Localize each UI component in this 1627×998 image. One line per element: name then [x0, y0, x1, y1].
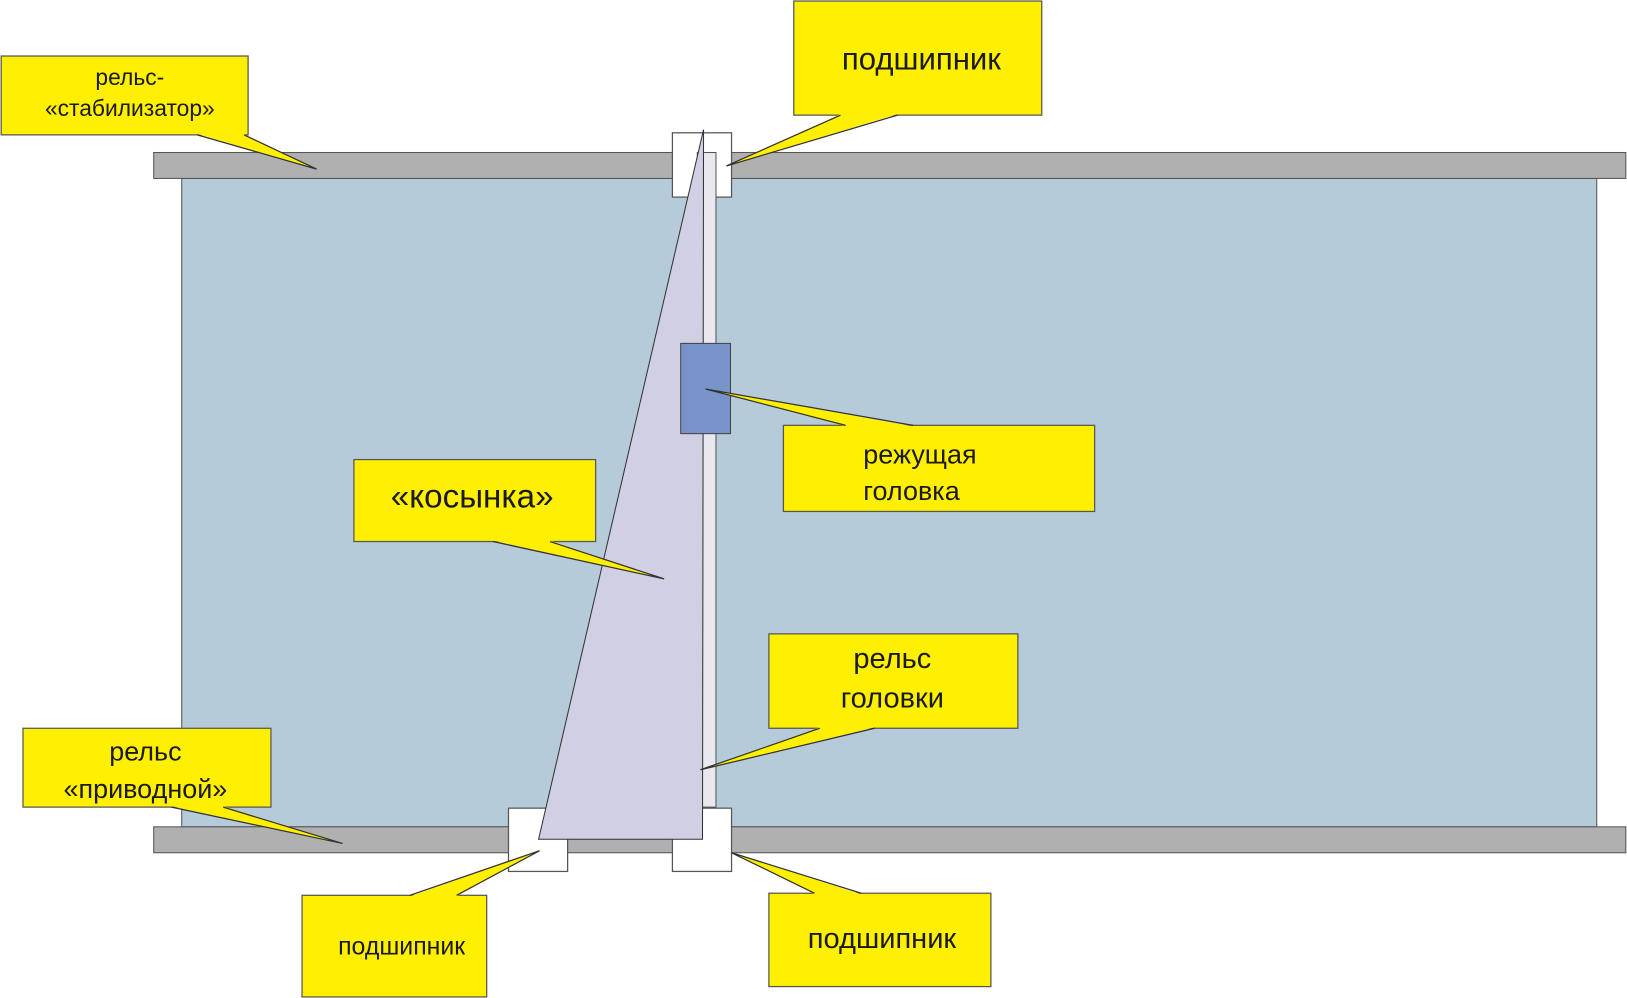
svg-text:«приводной»: «приводной»: [64, 774, 228, 804]
label-text: «стабилизатор»: [45, 95, 215, 121]
callout-stabilizer-rail: рельс- «стабилизатор»: [0, 55, 317, 170]
label-text: рельс: [853, 643, 931, 675]
label-text: рельс-: [95, 64, 164, 90]
svg-text:головки: головки: [841, 683, 944, 715]
callout-bearing-bottom-right: подшипник: [731, 852, 992, 988]
callout-head-rail: рельс головки: [700, 633, 1019, 771]
callout-bearing-bottom-left: подшипник: [301, 850, 540, 998]
label-text: подшипник: [842, 42, 1001, 77]
label-text: головки: [841, 683, 944, 715]
stabilizer-rail: [153, 151, 1627, 179]
callout-cutting-head: режущая головка: [705, 388, 1096, 513]
label-text: подшипник: [338, 932, 465, 960]
callout-drive-rail: рельс «приводной»: [22, 727, 343, 845]
svg-text:«стабилизатор»: «стабилизатор»: [45, 95, 215, 121]
label-text: «приводной»: [64, 774, 228, 804]
svg-text:рельс: рельс: [853, 643, 931, 675]
gusset-triangle: [537, 129, 705, 840]
cutting-head: [680, 342, 732, 435]
label-text: головка: [863, 476, 959, 506]
label-text: подшипник: [808, 923, 957, 955]
svg-text:рельс-: рельс-: [95, 64, 164, 90]
svg-text:режущая: режущая: [863, 440, 976, 470]
callout-gusset: «косынка»: [353, 458, 665, 580]
svg-text:рельс: рельс: [109, 736, 181, 766]
callout-bearing-top: подшипник: [726, 0, 1043, 167]
label-text: рельс: [109, 736, 181, 766]
drive-rail: [153, 826, 1627, 854]
svg-text:головка: головка: [863, 476, 959, 506]
label-text: режущая: [863, 440, 976, 470]
label-text: «косынка»: [391, 478, 554, 515]
